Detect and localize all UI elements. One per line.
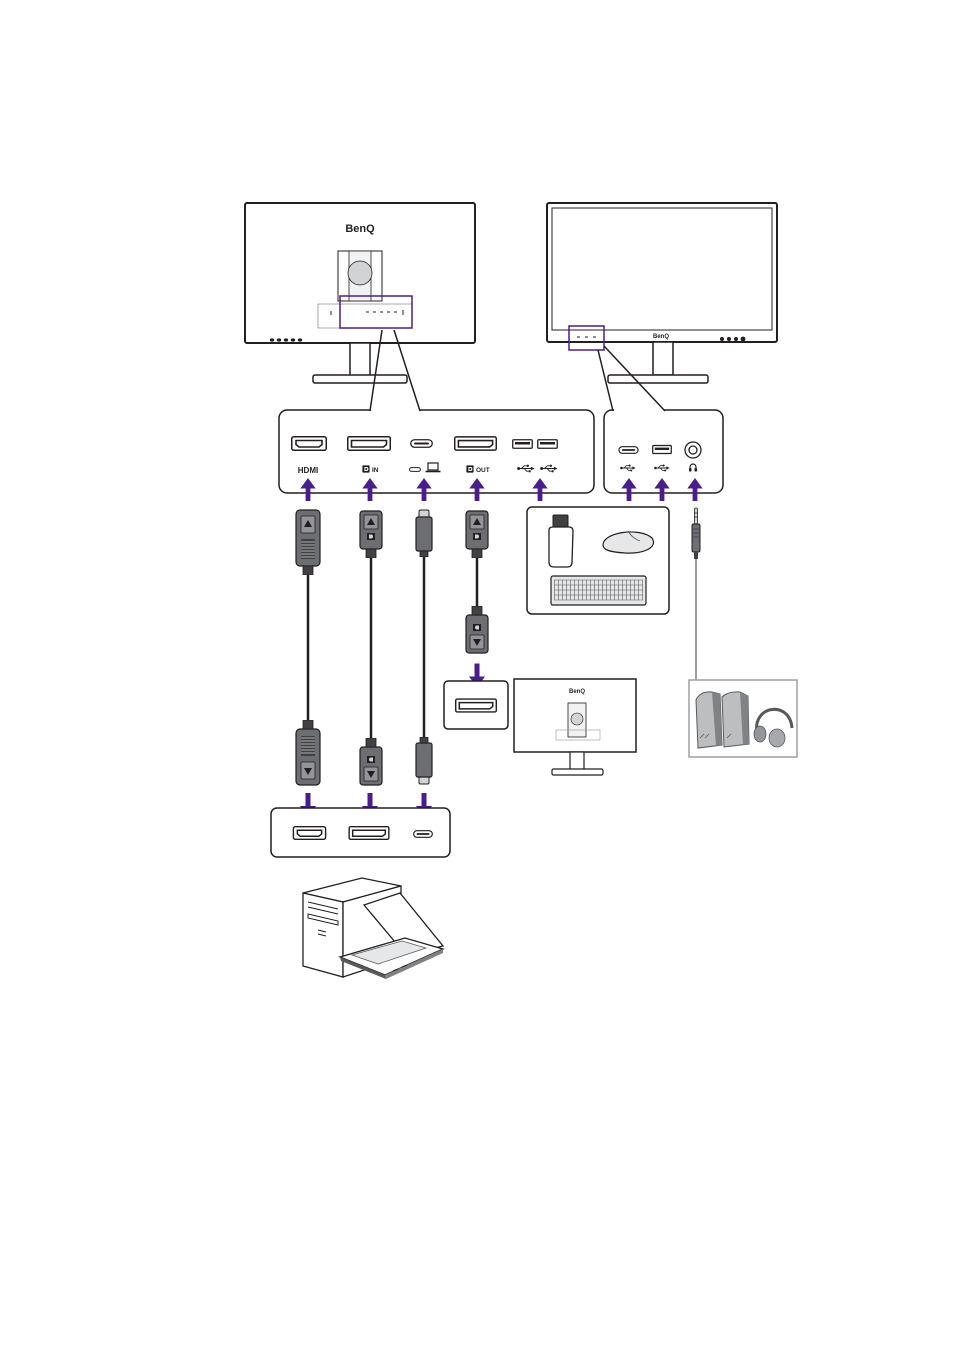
displayport-daisy-chain-cable-icon	[466, 511, 488, 688]
button-dot	[741, 337, 746, 342]
rear-stand-base	[313, 375, 407, 383]
headphone-jack-hole	[689, 446, 697, 454]
dp-plug-top	[360, 511, 382, 558]
keyboard-icon	[551, 576, 646, 605]
dp-out-label: OUT	[476, 467, 490, 474]
secondary-monitor: BenQ	[514, 679, 636, 775]
dp-plug-bottom	[360, 738, 382, 785]
button-dot	[720, 337, 724, 341]
front-stand-base	[608, 375, 708, 383]
displayport-icon	[362, 465, 369, 472]
secondary-monitor-dp-input	[444, 681, 508, 729]
rear-stand-neck	[350, 343, 370, 376]
usb-c-plug-top	[416, 510, 432, 557]
front-monitor: BenQ	[547, 203, 777, 383]
computer-port-panel	[271, 808, 450, 857]
button-dot	[734, 337, 738, 341]
flash-drive-body	[549, 527, 573, 567]
usb-c-cable-icon	[416, 510, 432, 784]
button-dot	[291, 338, 295, 341]
button-dot	[298, 338, 302, 341]
usb-c-plug-bottom	[416, 737, 432, 784]
hdmi-cable-icon	[296, 510, 320, 785]
rear-monitor-logo: BenQ	[345, 223, 375, 235]
secondary-stand-base	[552, 769, 603, 775]
secondary-stand-circle	[571, 713, 583, 725]
computer-illustration	[303, 878, 443, 979]
dp-in-label: IN	[372, 467, 379, 474]
displayport-icon	[456, 699, 497, 712]
button-dot	[284, 338, 288, 341]
usb-c-port-icon	[414, 831, 433, 838]
audio-cable-icon	[692, 508, 700, 680]
displayport-out-port-icon	[455, 437, 497, 450]
button-dot	[277, 338, 281, 341]
usb-c-port-icon	[619, 447, 638, 454]
ear-cup-right	[769, 729, 785, 747]
dp-out-plug-bottom	[466, 606, 488, 653]
stand-mount-circle	[348, 261, 372, 285]
displayport-icon	[466, 465, 473, 472]
displayport-in-port-icon	[348, 437, 391, 451]
front-monitor-logo: BenQ	[653, 334, 669, 340]
rear-io-panel: HDMI IN OUT	[279, 330, 594, 493]
callout-gap	[614, 408, 664, 412]
hdmi-plug-bottom	[296, 720, 320, 785]
button-dot	[270, 338, 274, 341]
rear-io-panel-frame	[279, 410, 594, 493]
displayport-cable-icon	[360, 511, 382, 785]
callout-gap	[371, 408, 419, 412]
displayport-icon	[349, 827, 389, 840]
ear-cup-left	[754, 726, 766, 742]
usb-a-port-icon	[538, 440, 558, 449]
front-stand-neck	[653, 342, 673, 375]
usb-c-port-icon	[411, 440, 433, 448]
usb-a-port-icon	[513, 440, 533, 449]
audio-plug	[692, 508, 700, 559]
hdmi-port-icon	[293, 827, 325, 840]
front-monitor-screen	[552, 208, 772, 330]
rear-monitor: BenQ	[245, 203, 475, 383]
audio-devices-box	[689, 680, 797, 757]
peripherals-box	[527, 507, 669, 614]
hdmi-plug-top	[296, 510, 320, 575]
button-dot	[727, 337, 731, 341]
hdmi-label: HDMI	[298, 466, 318, 475]
secondary-stand-neck	[570, 752, 584, 770]
dp-out-plug-top	[466, 511, 488, 558]
usb-a-port-icon	[653, 445, 672, 453]
secondary-monitor-logo: BenQ	[569, 689, 585, 695]
hdmi-port-icon	[292, 437, 327, 451]
